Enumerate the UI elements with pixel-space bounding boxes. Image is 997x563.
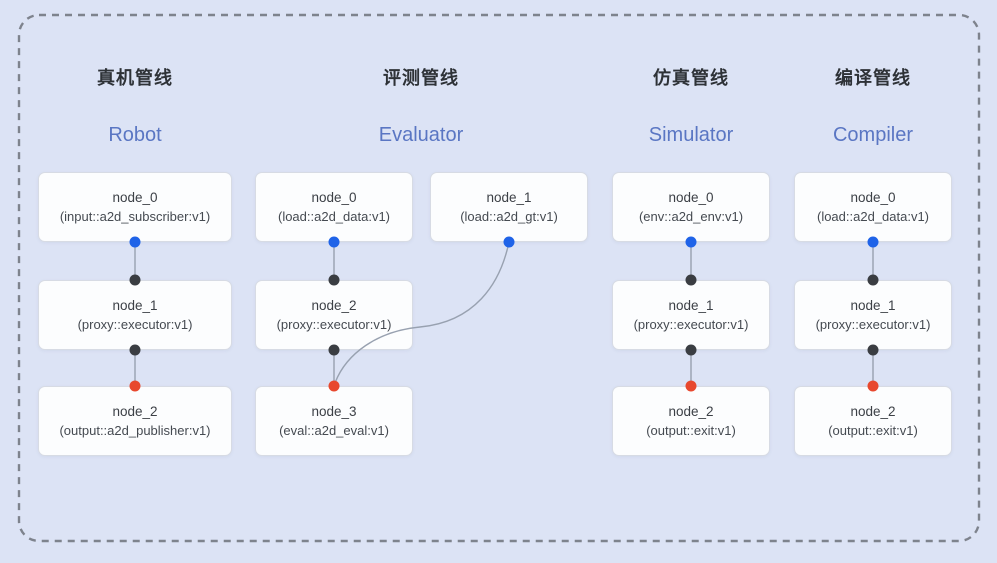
node-name: node_1 — [112, 297, 158, 313]
node-compiler-node_2: node_2 (output::exit:v1) — [794, 386, 952, 456]
node-name: node_3 — [311, 403, 357, 419]
node-type: (output::a2d_publisher:v1) — [59, 422, 211, 438]
node-type: (proxy::executor:v1) — [633, 316, 749, 332]
pipeline-title-cn-simulator: 仿真管线 — [653, 68, 729, 88]
node-type: (load::a2d_gt:v1) — [460, 208, 558, 224]
pipeline-title-cn-robot: 真机管线 — [97, 68, 173, 88]
node-evaluator-node_1: node_1 (load::a2d_gt:v1) — [430, 172, 588, 242]
node-type: (proxy::executor:v1) — [77, 316, 193, 332]
pipeline-title-cn-evaluator: 评测管线 — [383, 68, 459, 88]
node-evaluator-node_2: node_2 (proxy::executor:v1) — [255, 280, 413, 350]
node-type: (eval::a2d_eval:v1) — [279, 422, 389, 438]
node-evaluator-node_3: node_3 (eval::a2d_eval:v1) — [255, 386, 413, 456]
node-simulator-node_2: node_2 (output::exit:v1) — [612, 386, 770, 456]
node-type: (load::a2d_data:v1) — [816, 208, 930, 224]
node-name: node_2 — [850, 403, 896, 419]
node-type: (output::exit:v1) — [646, 422, 736, 438]
dashed-border-frame — [17, 13, 981, 543]
pipeline-title-en-evaluator: Evaluator — [378, 124, 464, 146]
node-name: node_0 — [112, 189, 158, 205]
pipeline-title-cn-compiler: 编译管线 — [835, 68, 911, 88]
node-robot-node_2: node_2 (output::a2d_publisher:v1) — [38, 386, 232, 456]
node-robot-node_0: node_0 (input::a2d_subscriber:v1) — [38, 172, 232, 242]
node-robot-node_1: node_1 (proxy::executor:v1) — [38, 280, 232, 350]
pipeline-title-en-robot: Robot — [108, 124, 162, 146]
node-type: (proxy::executor:v1) — [815, 316, 931, 332]
node-type: (env::a2d_env:v1) — [638, 208, 744, 224]
node-name: node_2 — [668, 403, 714, 419]
node-evaluator-node_0: node_0 (load::a2d_data:v1) — [255, 172, 413, 242]
node-type: (load::a2d_data:v1) — [277, 208, 391, 224]
node-name: node_0 — [850, 189, 896, 205]
node-name: node_2 — [112, 403, 158, 419]
node-type: (proxy::executor:v1) — [276, 316, 392, 332]
node-simulator-node_0: node_0 (env::a2d_env:v1) — [612, 172, 770, 242]
node-name: node_1 — [668, 297, 714, 313]
node-simulator-node_1: node_1 (proxy::executor:v1) — [612, 280, 770, 350]
node-type: (input::a2d_subscriber:v1) — [59, 208, 211, 224]
node-name: node_1 — [850, 297, 896, 313]
node-name: node_2 — [311, 297, 357, 313]
pipeline-title-en-compiler: Compiler — [832, 124, 914, 146]
node-name: node_1 — [486, 189, 532, 205]
pipeline-title-en-simulator: Simulator — [648, 124, 734, 146]
node-name: node_0 — [311, 189, 357, 205]
node-type: (output::exit:v1) — [828, 422, 918, 438]
node-compiler-node_1: node_1 (proxy::executor:v1) — [794, 280, 952, 350]
node-name: node_0 — [668, 189, 714, 205]
node-compiler-node_0: node_0 (load::a2d_data:v1) — [794, 172, 952, 242]
